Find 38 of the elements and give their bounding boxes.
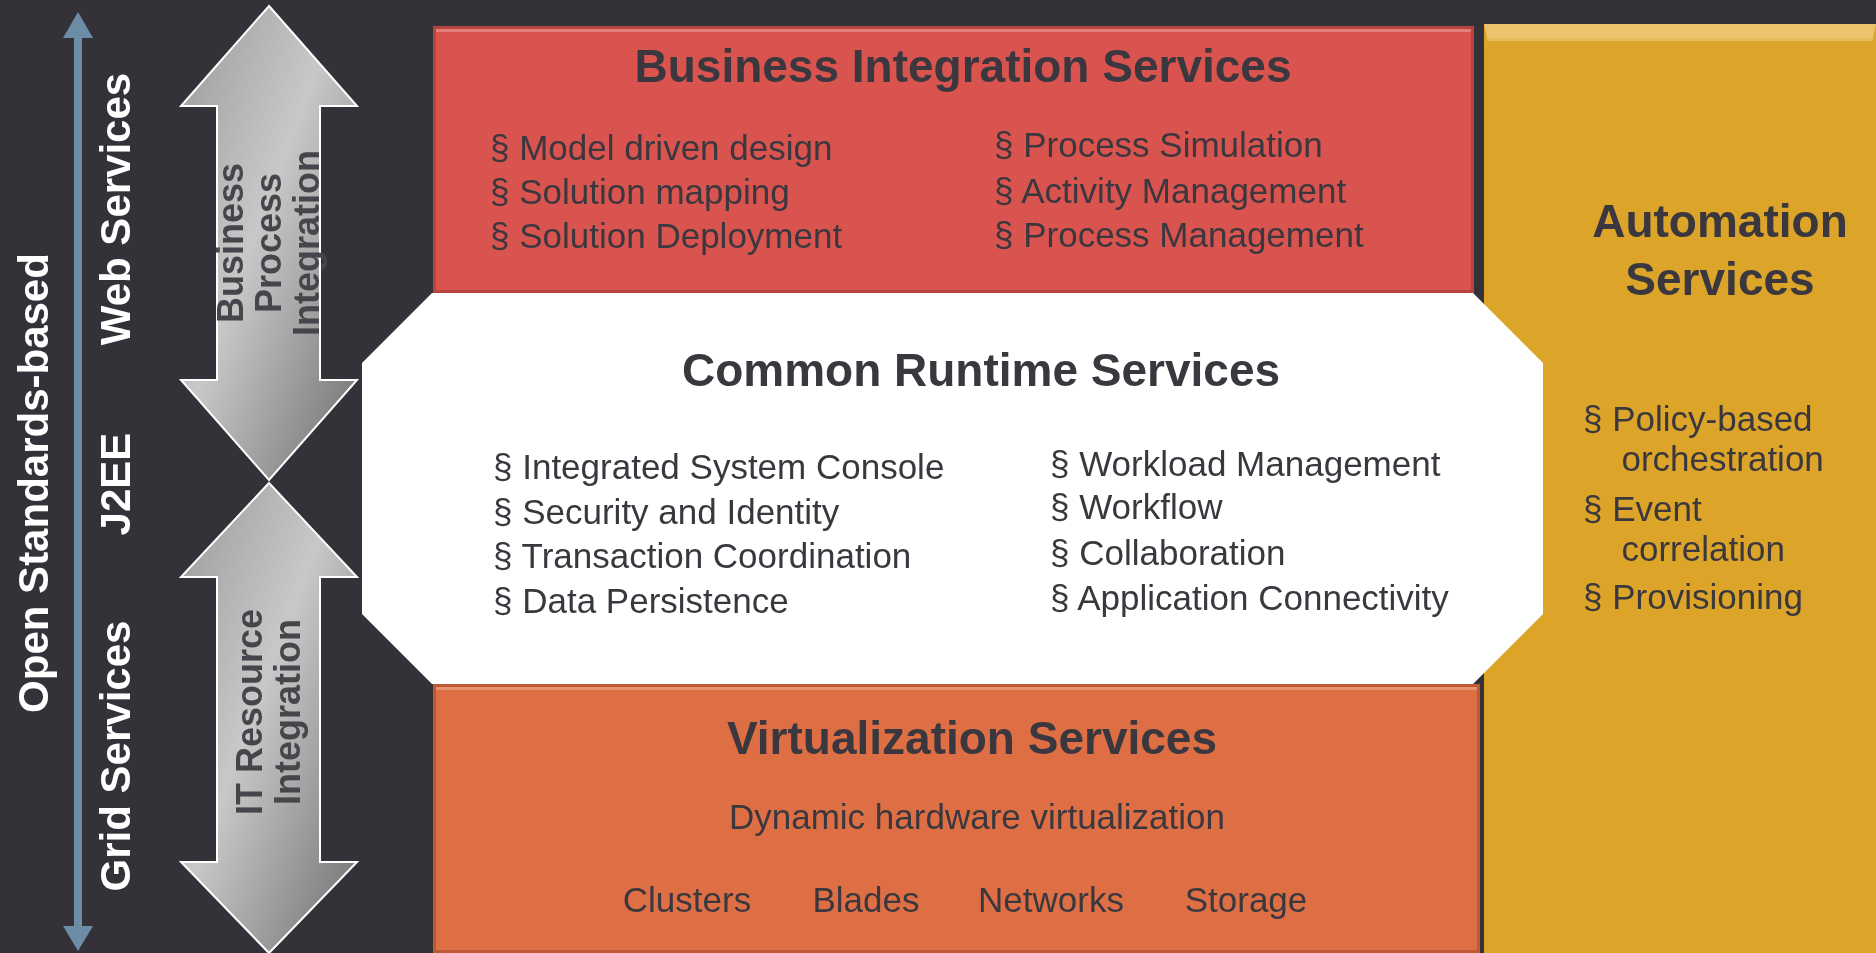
arrow-label: Business Process Integration: [212, 149, 326, 338]
service-panel: [362, 293, 1543, 684]
bullet-item: § Workflow: [1050, 486, 1223, 528]
panel-text: Dynamic hardware virtualization: [729, 796, 1225, 838]
panel-title: Common Runtime Services: [681, 343, 1281, 397]
bullet-item: § Solution mapping: [490, 171, 790, 213]
bullet-item: § Policy-based orchestration: [1583, 398, 1825, 480]
arrow-label: IT Resource Integration: [231, 607, 307, 818]
bullet-item: § Event correlation: [1583, 488, 1786, 570]
service-panel: [1484, 24, 1876, 953]
bullet-item: § Workload Management: [1050, 443, 1441, 485]
service-panel: [433, 684, 1480, 953]
bullet-item: § Provisioning: [1583, 576, 1804, 618]
side-label: Web Services: [92, 72, 140, 346]
bullet-item: § Model driven design: [490, 127, 833, 169]
panel-text: Clusters: [622, 879, 752, 921]
service-panel: [433, 26, 1474, 293]
panel-text: Blades: [812, 879, 920, 921]
side-label: J2EE: [92, 432, 140, 536]
double-arrow: [181, 483, 357, 953]
bullet-item: § Application Connectivity: [1050, 577, 1449, 619]
bullet-item: § Process Simulation: [994, 124, 1323, 166]
bullet-item: § Activity Management: [994, 170, 1347, 212]
panel-title: Virtualization Services: [727, 711, 1217, 765]
bullet-item: § Transaction Coordination: [493, 535, 912, 577]
double-arrow: [181, 6, 357, 480]
panel-text: Storage: [1184, 879, 1308, 921]
bullet-item: § Data Persistence: [493, 580, 789, 622]
bullet-item: § Process Management: [994, 214, 1364, 256]
panel-title: Business Integration Services: [634, 39, 1292, 93]
bullet-item: § Solution Deployment: [490, 215, 843, 257]
bullet-item: § Collaboration: [1050, 532, 1286, 574]
bullet-item: § Security and Identity: [493, 491, 840, 533]
panel-title: Automation Services: [1591, 193, 1849, 306]
side-label: Grid Services: [92, 620, 140, 892]
side-label: Open Standards-based: [10, 253, 58, 713]
bullet-item: § Integrated System Console: [493, 446, 945, 488]
panel-text: Networks: [978, 879, 1124, 921]
